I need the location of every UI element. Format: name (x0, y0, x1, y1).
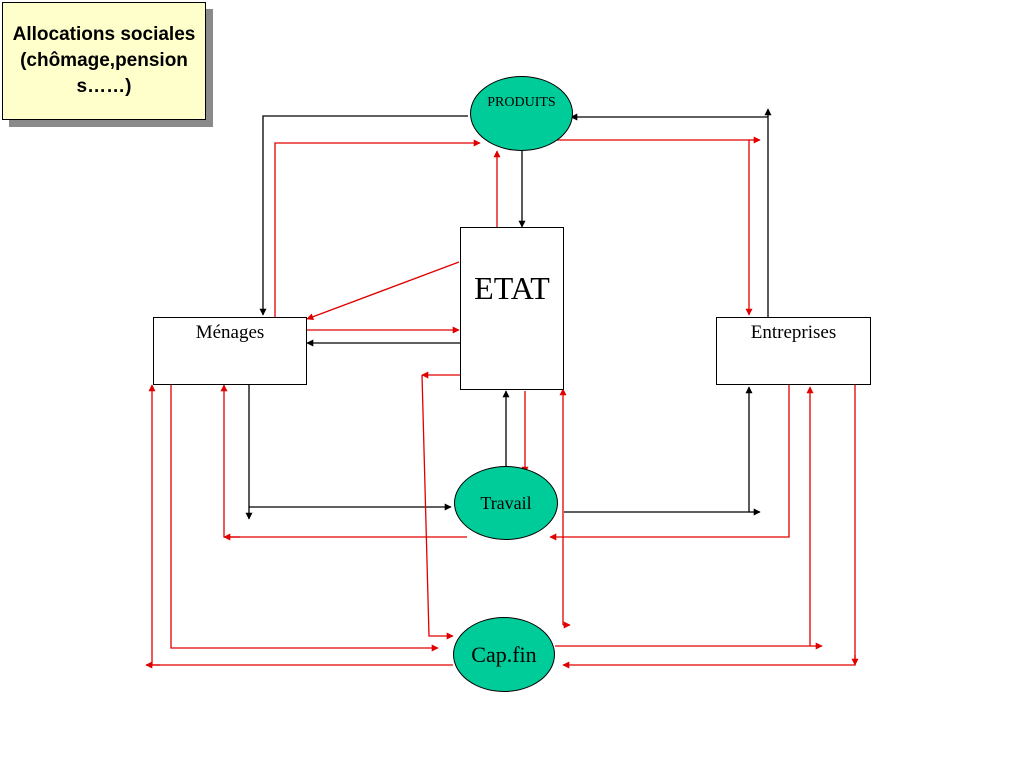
flow-menages-to-travail (248, 385, 452, 511)
flow-travail-to-entreprises (564, 386, 753, 513)
node-etat: ETAT (460, 227, 564, 390)
node-capfin: Cap.fin (453, 617, 555, 692)
flow-capfin-to-entreprises (555, 386, 814, 647)
node-menages: Ménages (153, 317, 307, 385)
black-flows (245, 108, 772, 520)
flow-etat-to-capfin (421, 374, 454, 640)
flow-allocations-to-menages (306, 261, 460, 321)
callout-allocations-sociales: Allocations sociales (chômage,pensions……… (2, 2, 206, 120)
flow-entreprises-to-capfin (562, 385, 856, 669)
flow-menages-to-capfin (170, 385, 439, 652)
flow-travail-to-menages (220, 384, 467, 538)
flow-produits-to-entreprises (557, 139, 753, 316)
node-travail: Travail (454, 466, 558, 540)
flow-menages-to-produits (274, 139, 481, 317)
flow-capfin-to-menages (148, 384, 453, 666)
red-flows (145, 136, 859, 669)
flow-entreprises-to-produits (570, 113, 769, 317)
node-produits: PRODUITS (470, 76, 573, 151)
flow-produits-to-menages (259, 115, 468, 316)
node-entreprises: Entreprises (716, 317, 871, 385)
flow-entreprises-to-travail (549, 385, 790, 541)
